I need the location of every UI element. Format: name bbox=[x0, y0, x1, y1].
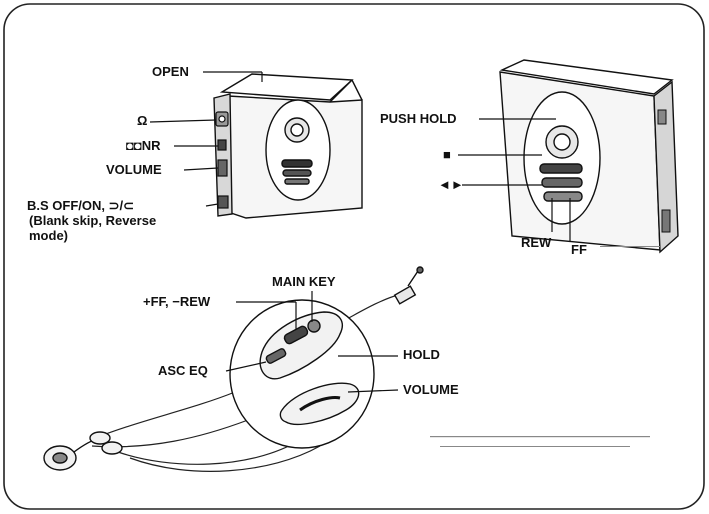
remote-control bbox=[259, 311, 343, 380]
label-bs-desc-2: mode) bbox=[29, 228, 68, 243]
label-main-key: MAIN KEY bbox=[272, 274, 336, 289]
label-stop: ■ bbox=[443, 147, 451, 162]
remote-volume-slider bbox=[279, 382, 360, 425]
label-hold: HOLD bbox=[403, 347, 440, 362]
label-bs-desc-1: (Blank skip, Reverse bbox=[29, 213, 157, 228]
player-front-details bbox=[657, 109, 671, 233]
label-rew: REW bbox=[521, 235, 552, 250]
player-side-view bbox=[213, 73, 363, 219]
label-push-hold: PUSH HOLD bbox=[380, 111, 457, 126]
headphone-plug bbox=[393, 266, 424, 305]
label-volume-player: VOLUME bbox=[106, 162, 162, 177]
label-direction: ◄► bbox=[438, 177, 464, 192]
label-ff-rew: +FF, −REW bbox=[143, 294, 211, 309]
remote-leaders bbox=[225, 291, 399, 393]
label-ff: FF bbox=[571, 242, 587, 257]
label-dolby-nr: ◘◘NR bbox=[126, 138, 161, 153]
label-headphone-jack: Ω bbox=[137, 113, 148, 128]
earbuds bbox=[43, 431, 123, 471]
player-side-leaders bbox=[149, 71, 263, 207]
label-volume-remote: VOLUME bbox=[403, 382, 459, 397]
label-open: OPEN bbox=[152, 64, 189, 79]
page-frame bbox=[3, 3, 705, 510]
player-front-view bbox=[499, 59, 679, 254]
player-front-leaders bbox=[458, 118, 571, 242]
label-bs-switch: B.S OFF/ON, ⊃/⊂ bbox=[27, 198, 135, 213]
scan-noise bbox=[430, 246, 660, 447]
label-asc-eq: ASC EQ bbox=[158, 363, 208, 378]
